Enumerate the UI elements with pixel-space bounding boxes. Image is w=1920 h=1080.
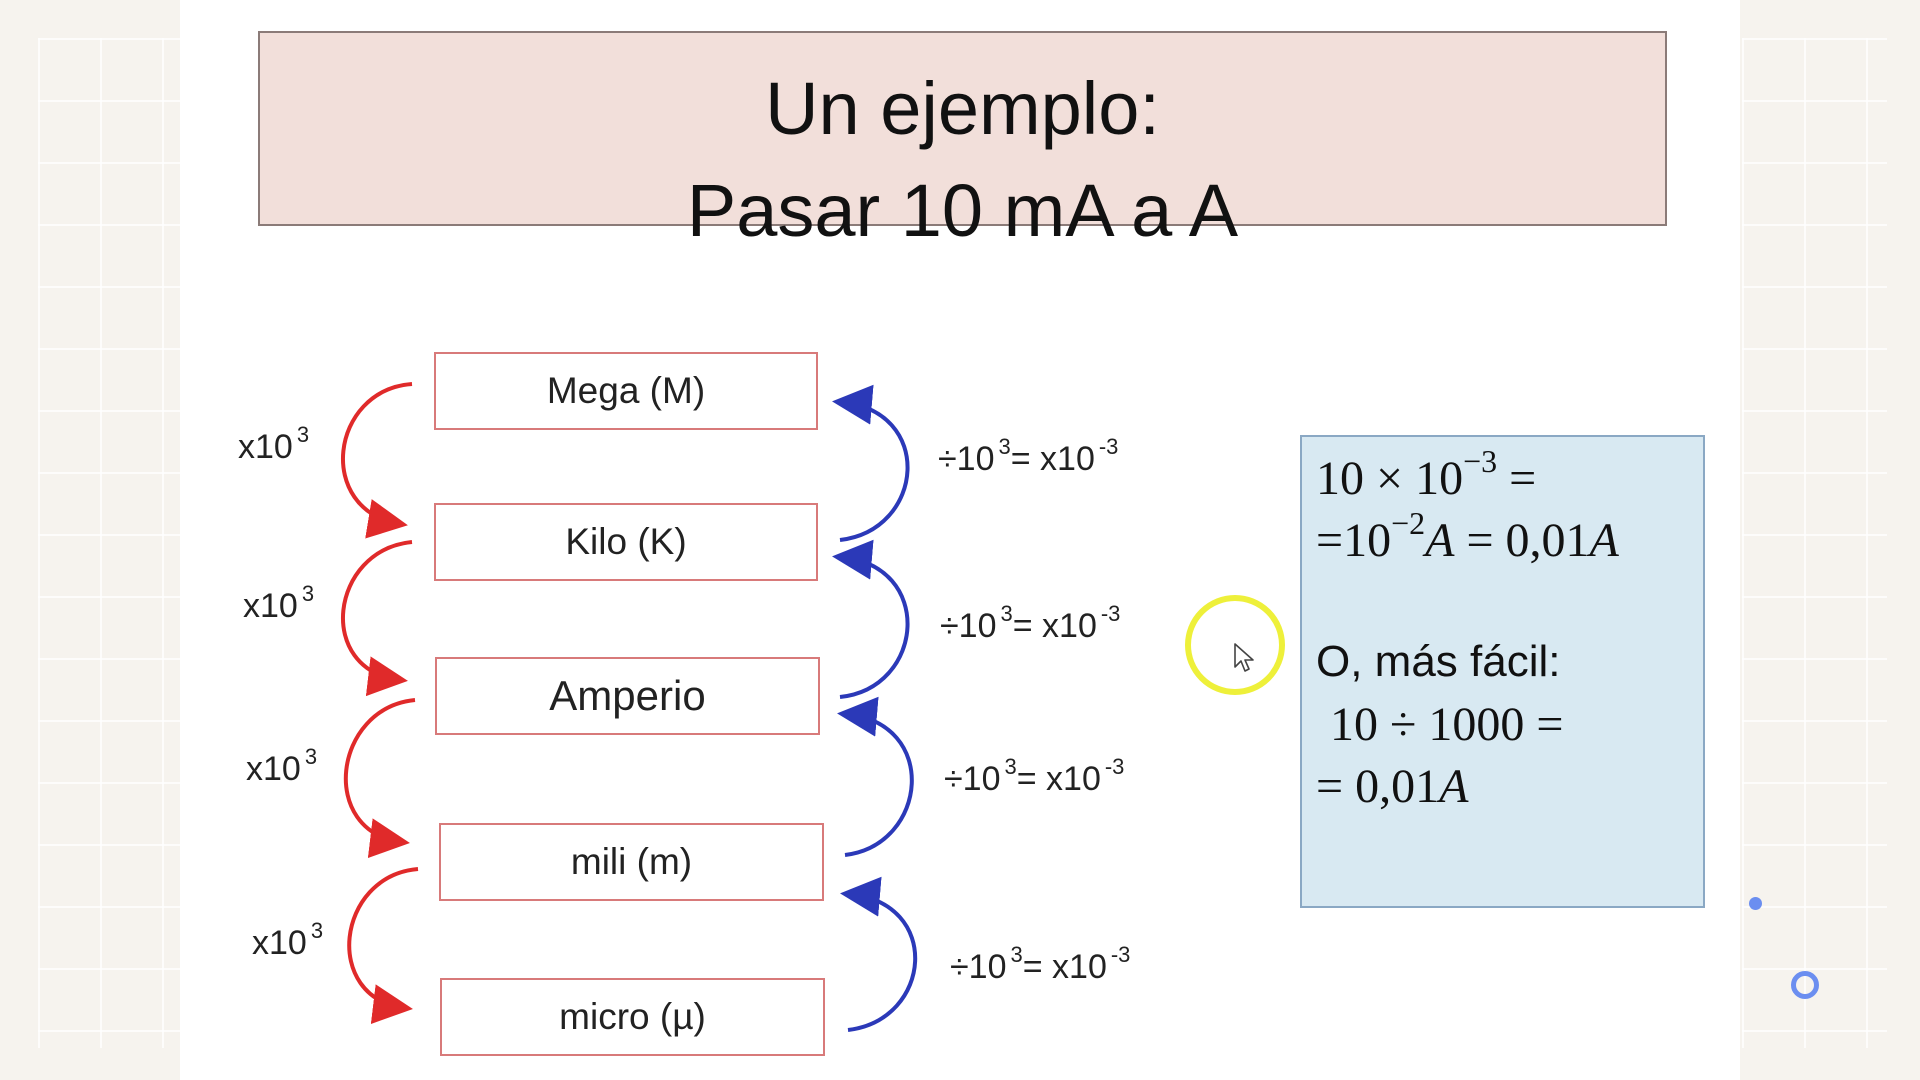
title-line-1: Un ejemplo: bbox=[765, 67, 1160, 150]
cursor-highlight-ring bbox=[1185, 595, 1285, 695]
unit-box-mega: Mega (M) bbox=[434, 352, 818, 430]
background-grid-left bbox=[38, 38, 183, 1048]
unit-label: micro (µ) bbox=[559, 996, 706, 1037]
indicator-dot-filled bbox=[1749, 897, 1762, 910]
mouse-pointer-icon bbox=[1234, 643, 1254, 672]
unit-label: Mega (M) bbox=[546, 370, 706, 411]
indicator-dot-ring bbox=[1791, 971, 1819, 999]
unit-label: Amperio bbox=[549, 672, 706, 719]
blue-up-arrows bbox=[832, 384, 918, 1032]
answer-box: 10 × 10−3 = =10−2A = 0,01A O, más fácil:… bbox=[1300, 435, 1705, 908]
answer-line-5: = 0,01A bbox=[1316, 760, 1469, 813]
unit-label: mili (m) bbox=[570, 841, 693, 882]
answer-line-2: =10−2A = 0,01A bbox=[1316, 505, 1619, 567]
title-box: Un ejemplo: Pasar 10 mA a A bbox=[258, 31, 1667, 251]
unit-box-kilo: Kilo (K) bbox=[434, 503, 818, 581]
unit-box-micro: micro (µ) bbox=[440, 978, 825, 1056]
red-down-arrows bbox=[340, 382, 419, 1024]
title-line-2: Pasar 10 mA a A bbox=[686, 169, 1239, 252]
unit-label: Kilo (K) bbox=[565, 521, 687, 562]
answer-line-4: 10 ÷ 1000 = bbox=[1330, 698, 1564, 751]
answer-line-3: O, más fácil: bbox=[1316, 637, 1561, 686]
unit-box-mili: mili (m) bbox=[439, 823, 824, 901]
background-grid-right bbox=[1742, 38, 1887, 1048]
answer-line-1: 10 × 10−3 = bbox=[1316, 443, 1537, 505]
unit-box-amperio: Amperio bbox=[435, 657, 820, 735]
